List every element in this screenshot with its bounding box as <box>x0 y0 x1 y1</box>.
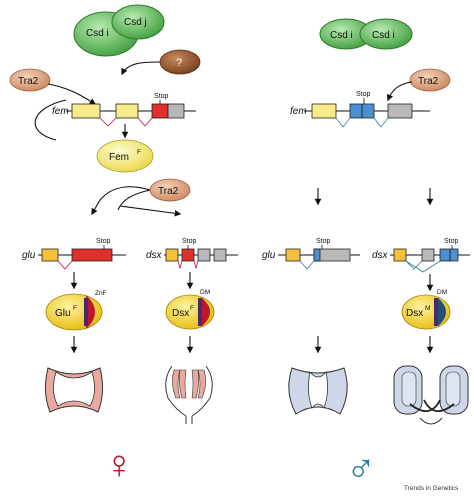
dsx-dm-label-male: DM <box>437 289 447 296</box>
female-symbol: ♀ <box>104 443 134 487</box>
fem-protein-superscript: F <box>137 149 141 156</box>
glu-stop-male: Stop <box>316 238 331 245</box>
csd-homodimer: Csd i Csd i <box>319 18 413 50</box>
fem-stop-male: Stop <box>356 91 371 98</box>
fem-label-female: fem <box>52 106 69 117</box>
csd-i-label-male-a: Csd i <box>330 30 353 41</box>
female-gonad-illustration <box>165 365 213 424</box>
tra2-label-2: Tra2 <box>158 186 179 197</box>
tra2-merge-curve <box>99 186 151 201</box>
fem-gene-female: fem Stop <box>52 93 196 127</box>
glu-protein-superscript: F <box>73 305 77 312</box>
glu-protein-female: Glu F ZnF <box>45 290 107 331</box>
tra2-factor-1: Tra2 <box>9 68 51 92</box>
dsx-gene-female: dsx Stop <box>146 238 238 270</box>
dsx-stop-male: Stop <box>444 238 459 245</box>
dsx-protein-female: Dsx F DM <box>165 289 215 330</box>
glu-gene-female: glu Stop <box>22 238 126 270</box>
csd-i-label-male-b: Csd i <box>372 30 395 41</box>
dsx-protein-label-female: Dsx <box>172 308 189 319</box>
branch-arrow-glu <box>91 199 101 216</box>
csd-heterodimer: Csd i Csd j <box>73 4 165 57</box>
male-symbol: ♂ <box>346 447 376 491</box>
glu-protein-label: Glu <box>55 308 71 319</box>
unknown-factor: ? <box>159 49 201 75</box>
male-brain-illustration <box>288 367 348 415</box>
tra2-arrow-1 <box>47 83 97 105</box>
dsx-label-male: dsx <box>372 250 389 261</box>
fem-gene-male: fem Stop <box>290 91 430 128</box>
csd-j-label: Csd j <box>124 17 147 28</box>
female-brain-illustration <box>44 367 104 413</box>
tra2-label-1: Tra2 <box>18 76 39 87</box>
tra2-factor-male: Tra2 <box>409 68 451 92</box>
dsx-protein-label-male: Dsx <box>406 308 423 319</box>
tra2-arrow-male <box>386 81 413 102</box>
glu-znf-label: ZnF <box>95 290 107 297</box>
male-gonad-illustration <box>393 365 469 425</box>
csd-i-label: Csd i <box>86 28 109 39</box>
glu-gene-male: glu Stop <box>262 238 360 270</box>
dsx-protein-superscript-male: M <box>425 305 430 312</box>
glu-label-male: glu <box>262 250 276 261</box>
dsx-protein-superscript-female: F <box>190 305 194 312</box>
branch-curve <box>117 189 151 211</box>
fem-protein-label: Fem <box>109 152 129 163</box>
dsx-protein-male: Dsx M DM <box>401 289 451 330</box>
tra2-label-male: Tra2 <box>418 76 439 87</box>
glu-stop-female: Stop <box>96 238 111 245</box>
dsx-gene-male: dsx Stop <box>372 238 470 273</box>
dsx-label-female: dsx <box>146 250 163 261</box>
dsx-dm-label-female: DM <box>200 289 210 296</box>
branch-arrow-dsx <box>119 205 182 217</box>
glu-label-female: glu <box>22 250 36 261</box>
unknown-factor-label: ? <box>176 57 182 69</box>
credit-label: Trends in Genetics <box>404 485 459 492</box>
csd-arrow <box>121 61 161 76</box>
fem-label-male: fem <box>290 106 307 117</box>
fem-stop-female: Stop <box>154 93 169 100</box>
tra2-factor-2: Tra2 <box>149 178 191 202</box>
feedback-curve <box>34 99 67 141</box>
fem-protein: Fem F <box>96 139 154 173</box>
dsx-stop-female: Stop <box>182 238 197 245</box>
